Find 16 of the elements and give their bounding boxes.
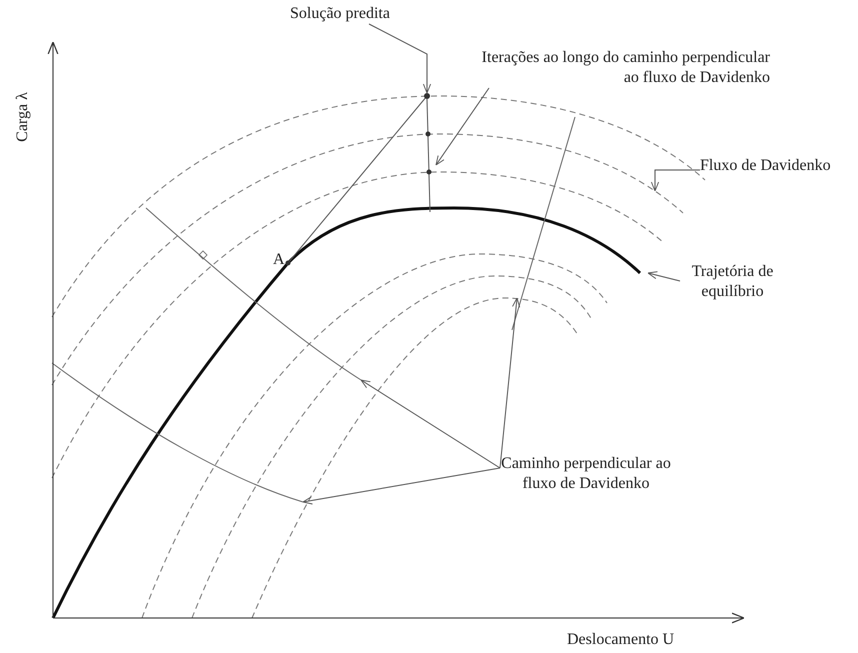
callout-text: Solução predita — [290, 4, 390, 24]
leader-line — [650, 170, 700, 192]
axis-label: Deslocamento U — [567, 630, 674, 650]
leader-line — [360, 380, 500, 468]
callout-text: Trajetória de equilíbrio — [680, 262, 785, 302]
callout-text: Iterações ao longo do caminho perpendicular ao fluxo de Davidenko — [470, 48, 770, 88]
leader-line — [500, 298, 520, 468]
leader-line — [436, 88, 490, 166]
callout-text: Fluxo de Davidenko — [700, 156, 831, 176]
callout-text: Caminho perpendicular ao fluxo de Davidenko — [500, 454, 672, 494]
leader-line — [368, 24, 432, 94]
predicted-point — [424, 93, 430, 99]
axis-label: Carga λ — [12, 92, 32, 142]
leader-line — [648, 271, 680, 282]
point-label: A — [273, 250, 285, 270]
leader-line — [302, 468, 500, 504]
